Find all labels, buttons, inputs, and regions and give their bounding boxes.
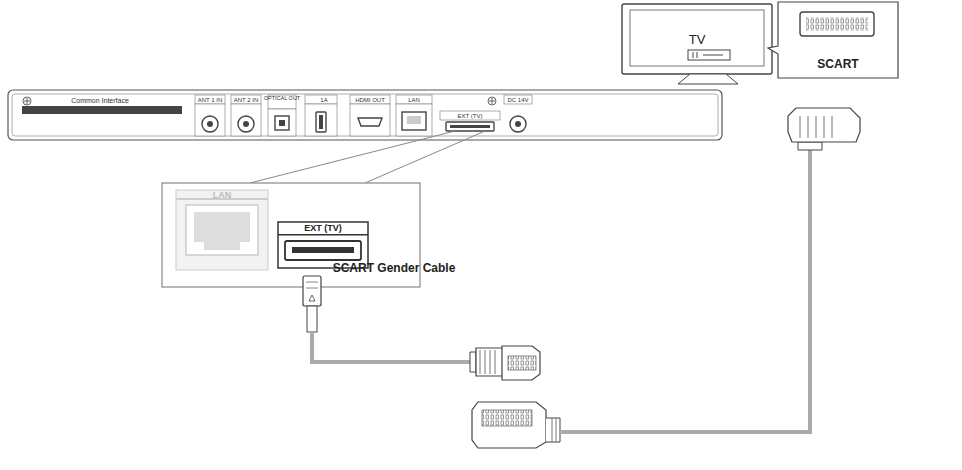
zoom-port-label: EXT (TV)	[304, 224, 342, 233]
port-label: ANT 1 IN	[198, 97, 223, 103]
node-text: TV	[689, 32, 706, 47]
scart-callout: SCART	[779, 3, 897, 77]
zoom-port-label: LAN	[213, 191, 232, 200]
port-label: OPTICAL OUT	[264, 96, 300, 102]
port-label: 1A	[320, 97, 327, 103]
cable-label: SCART Gender Cable	[333, 262, 456, 274]
slot-label: Common Interface	[71, 97, 129, 104]
node-text: SCART	[817, 57, 858, 71]
port-label: DC 14V	[507, 97, 528, 103]
port-label: EXT (TV)	[458, 113, 483, 119]
port-label: HDMI OUT	[355, 97, 385, 103]
tv-screen: TV	[632, 12, 762, 64]
port-label: ANT 2 IN	[234, 97, 259, 103]
port-label: LAN	[408, 97, 420, 103]
